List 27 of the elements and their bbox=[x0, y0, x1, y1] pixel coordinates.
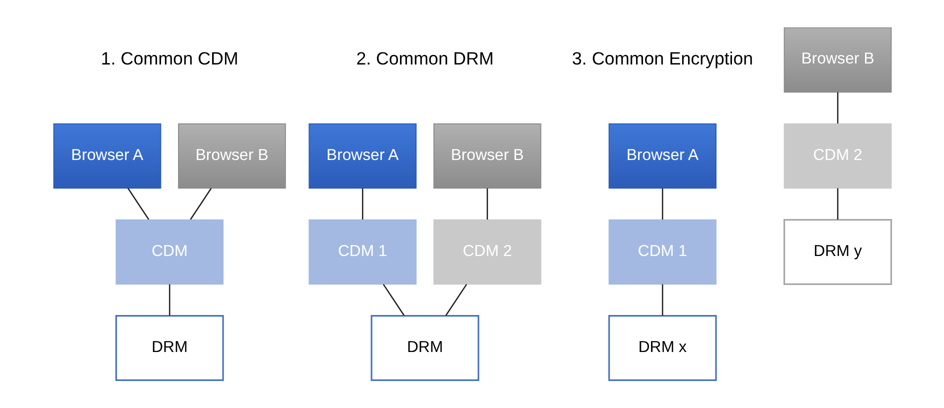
node-box: DRM x bbox=[608, 315, 716, 381]
connector bbox=[168, 284, 170, 316]
node-box: CDM 1 bbox=[308, 219, 416, 285]
connector bbox=[661, 284, 663, 316]
connector bbox=[661, 188, 663, 220]
connector bbox=[382, 284, 404, 316]
connector bbox=[189, 188, 212, 220]
node-box: DRM y bbox=[783, 219, 892, 285]
node-box: Browser B bbox=[432, 123, 541, 189]
connector bbox=[444, 284, 467, 316]
node-box: Browser A bbox=[608, 123, 716, 189]
connector bbox=[836, 92, 838, 124]
node-box: DRM bbox=[370, 315, 479, 381]
node-box: DRM bbox=[114, 315, 224, 381]
node-box: CDM bbox=[115, 219, 224, 285]
node-box: Browser B bbox=[178, 123, 286, 189]
label: 3. Common Encryption bbox=[572, 48, 753, 68]
connector bbox=[126, 188, 149, 220]
node-box: Browser B bbox=[783, 27, 892, 93]
connector bbox=[486, 188, 488, 220]
node-box: Browser A bbox=[308, 123, 416, 189]
node-box: Browser A bbox=[52, 123, 161, 189]
connector bbox=[836, 188, 838, 220]
label: 1. Common CDM bbox=[100, 48, 238, 68]
label: 2. Common DRM bbox=[356, 48, 494, 68]
node-box: CDM 1 bbox=[608, 219, 716, 285]
connector bbox=[361, 188, 363, 220]
